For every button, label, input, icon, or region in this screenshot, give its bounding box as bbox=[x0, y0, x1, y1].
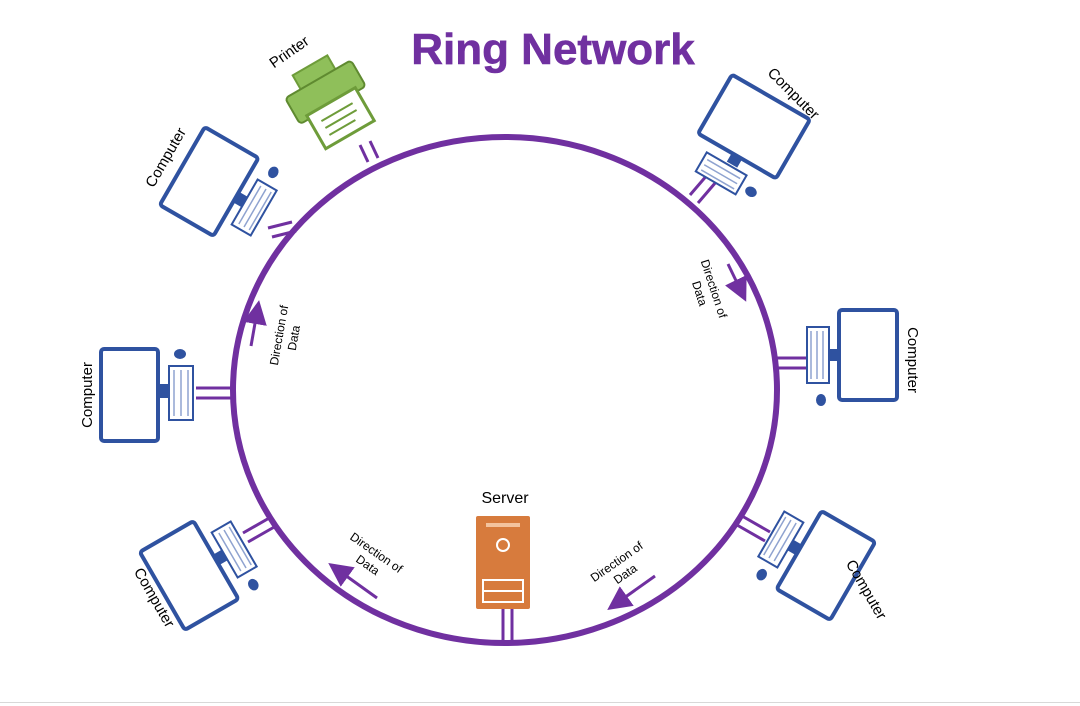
direction-label-bottom-right: Direction of Data bbox=[588, 538, 646, 587]
node-label-printer: Printer bbox=[266, 33, 312, 72]
server-icon bbox=[476, 516, 530, 609]
connector-server bbox=[501, 608, 514, 644]
direction-label-left-line2: Data bbox=[285, 324, 303, 352]
bottom-divider bbox=[0, 702, 1080, 703]
computer-icon bbox=[806, 308, 899, 406]
printer-icon bbox=[285, 53, 377, 151]
connector-computer-bottom-right bbox=[736, 514, 771, 543]
direction-arrows bbox=[243, 263, 747, 610]
computer-icon bbox=[756, 510, 877, 621]
connector-computer-right bbox=[776, 356, 808, 370]
direction-arrow-bottom-right bbox=[607, 574, 656, 610]
connector-computer-top-left bbox=[267, 220, 297, 239]
computer-icon bbox=[99, 347, 194, 443]
direction-label-right: Direction of Data bbox=[689, 258, 730, 321]
direction-label-bottom-left: Direction of Data bbox=[347, 530, 405, 579]
node-label-computer-right: Computer bbox=[904, 327, 921, 393]
node-computer-left: Computer bbox=[79, 347, 194, 443]
direction-arrow-right bbox=[724, 263, 747, 302]
direction-label-left: Direction of Data bbox=[267, 304, 303, 367]
computer-icon bbox=[138, 520, 259, 631]
connector-computer-bottom-left bbox=[242, 515, 277, 544]
direction-arrow-left bbox=[243, 300, 267, 347]
node-printer: Printer bbox=[266, 33, 377, 151]
computer-icon bbox=[158, 126, 279, 237]
direction-arrow-bottom-left bbox=[328, 563, 378, 600]
ring-cable bbox=[230, 134, 780, 646]
connectors bbox=[196, 140, 808, 644]
node-computer-bottom-right: Computer bbox=[756, 510, 890, 623]
node-computer-bottom-left: Computer bbox=[130, 520, 259, 631]
connector-computer-left bbox=[196, 386, 234, 400]
node-computer-right: Computer bbox=[806, 308, 921, 406]
node-computer-top-right: Computer bbox=[694, 65, 822, 198]
connector-printer bbox=[358, 140, 380, 163]
node-server: Server bbox=[476, 490, 530, 609]
node-computer-top-left: Computer bbox=[142, 125, 279, 237]
node-label-computer-left: Computer bbox=[79, 362, 96, 428]
page-title: Ring Network bbox=[411, 25, 695, 74]
node-label-server: Server bbox=[481, 490, 529, 507]
computer-icon bbox=[694, 73, 811, 198]
